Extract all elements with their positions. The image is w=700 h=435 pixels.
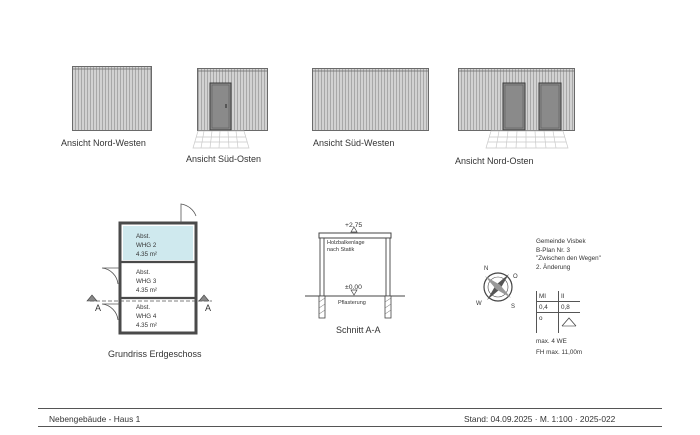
elevation-nord-osten-label: Ansicht Nord-Osten (455, 156, 534, 166)
floorplan-title: Grundriss Erdgeschoss (108, 349, 202, 359)
room-label-whg3: Abst. WHG 3 4.35 m² (136, 269, 157, 294)
door-icon (538, 82, 562, 131)
door-icon (502, 82, 526, 131)
info-municipality: Gemeinde Visbek (536, 238, 586, 245)
section-mark-left: A (95, 303, 102, 313)
info-fh: FH max. 11,00m (536, 349, 583, 356)
room-label-whg4: Abst. WHG 4 4.35 m² (136, 304, 157, 329)
svg-text:O: O (513, 274, 518, 280)
info-block: Gemeinde Visbek B-Plan Nr. 3 "Zwischen d… (536, 238, 601, 272)
elevation-nord-westen-label: Ansicht Nord-Westen (61, 138, 146, 148)
room-label-whg2: Abst. WHG 2 4.35 m² (136, 233, 157, 258)
section-zero-level: ±0.00 (345, 284, 362, 291)
footer-rule-top (38, 408, 662, 409)
floorplan-drawing (86, 203, 212, 335)
elevation-sued-westen-label: Ansicht Süd-Westen (313, 138, 395, 148)
section-mark-right: A (205, 303, 212, 313)
section-beam-note: Holzbalkenlage nach Statik (327, 240, 365, 253)
roof-shape-icon (561, 317, 577, 327)
section-title: Schnitt A-A (336, 325, 381, 335)
elevation-sued-westen-drawing (312, 68, 429, 131)
footer-rule-bottom (38, 426, 662, 427)
info-table: MI II 0,4 0,8 o (536, 291, 580, 333)
elevation-nord-osten-drawing (458, 68, 575, 149)
elevation-nord-westen-drawing (72, 66, 152, 131)
elevation-sued-osten-label: Ansicht Süd-Osten (186, 154, 262, 164)
footer-left: Nebengebäude - Haus 1 (49, 414, 141, 424)
info-change: 2. Änderung (536, 263, 571, 271)
svg-text:S: S (511, 304, 515, 310)
svg-text:W: W (476, 301, 482, 307)
info-plan-name: "Zwischen den Wegen" (536, 255, 601, 263)
info-plan: B-Plan Nr. 3 (536, 246, 570, 254)
elevation-sued-osten-drawing (192, 68, 268, 149)
section-drawing (305, 226, 405, 319)
section-top-level: +2.75 (345, 222, 363, 229)
north-arrow-icon: N O W S (476, 266, 518, 310)
section-ground-note: Pflasterung (338, 300, 366, 306)
door-icon (209, 82, 232, 131)
info-max-we: max. 4 WE (536, 338, 567, 345)
footer-right: Stand: 04.09.2025 · M. 1:100 · 2025-022 (464, 414, 616, 424)
svg-text:N: N (484, 266, 488, 272)
